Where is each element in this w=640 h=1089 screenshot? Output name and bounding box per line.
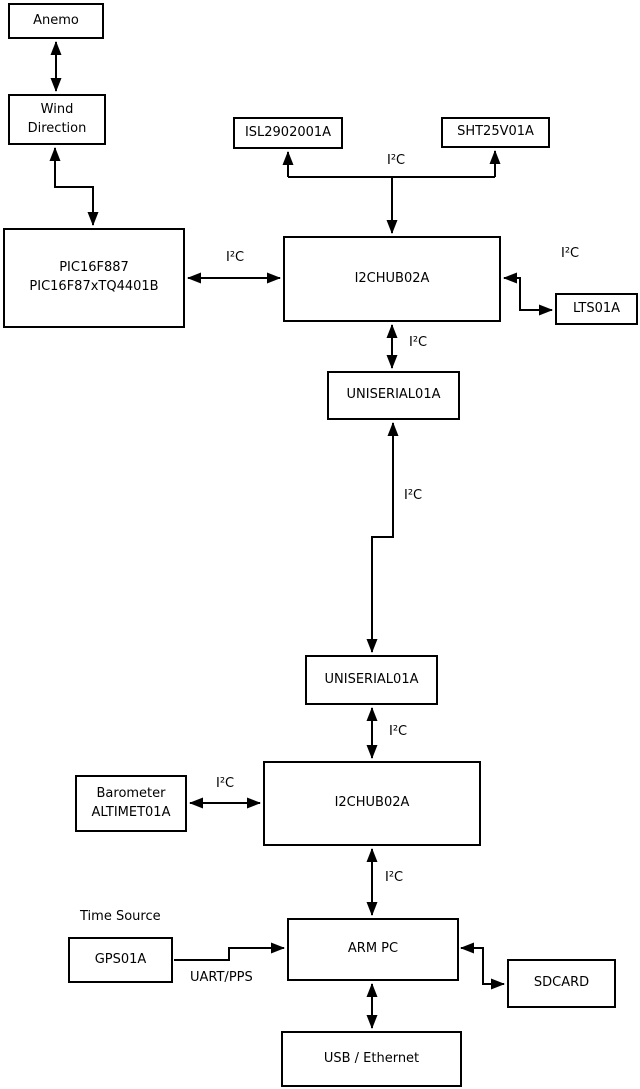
label-time-source: Time Source xyxy=(80,909,161,924)
node-sht25v01a: SHT25V01A xyxy=(441,117,550,148)
label-i2c-hub2-armpc: I²C xyxy=(385,870,404,885)
node-lts01a: LTS01A xyxy=(555,293,638,325)
node-arm-pc: ARM PC xyxy=(287,918,459,981)
node-wind-direction-label-line2: Direction xyxy=(27,120,87,136)
node-wind-direction: Wind Direction xyxy=(8,94,106,145)
node-gps01a-label: GPS01A xyxy=(94,951,147,967)
node-pic-label-line1: PIC16F887 xyxy=(59,260,129,276)
label-i2c-barometer-hub2: I²C xyxy=(216,776,235,791)
node-gps01a: GPS01A xyxy=(68,937,173,983)
node-usb-ethernet-label: USB / Ethernet xyxy=(323,1050,420,1066)
node-sht25v01a-label: SHT25V01A xyxy=(457,124,534,140)
label-i2c-uniserial2-hub2: I²C xyxy=(389,724,408,739)
node-barometer-label-line1: Barometer xyxy=(96,785,166,801)
edge-i2chub1-lts01a xyxy=(503,272,553,316)
node-i2chub02a-1: I2CHUB02A xyxy=(283,236,501,322)
node-anemo-label: Anemo xyxy=(33,12,79,28)
label-i2c-hub1-lts: I²C xyxy=(561,246,580,261)
edge-uniserial1-uniserial2 xyxy=(366,422,399,653)
node-anemo: Anemo xyxy=(8,3,104,39)
node-uniserial01a-1-label: UNISERIAL01A xyxy=(346,387,441,403)
node-lts01a-label: LTS01A xyxy=(572,300,621,316)
node-pic-label-line2: PIC16F87xTQ4401B xyxy=(29,279,159,294)
node-i2chub02a-2-label: I2CHUB02A xyxy=(334,795,410,811)
label-i2c-pic-hub1: I²C xyxy=(226,250,245,265)
node-sdcard-label: SDCARD xyxy=(533,975,590,991)
node-i2chub02a-2: I2CHUB02A xyxy=(263,761,481,846)
node-barometer-altimet01a: Barometer ALTIMET01A xyxy=(75,775,187,832)
node-barometer-label-line2: ALTIMET01A xyxy=(91,804,171,820)
label-i2c-hub1-uniserial1: I²C xyxy=(409,335,428,350)
node-uniserial01a-2: UNISERIAL01A xyxy=(305,655,438,705)
node-arm-pc-label: ARM PC xyxy=(347,941,399,957)
node-pic16f887: PIC16F887 PIC16F87xTQ4401B xyxy=(3,228,185,328)
node-isl2902001a: ISL2902001A xyxy=(233,117,343,149)
node-isl2902001a-label: ISL2902001A xyxy=(244,124,332,140)
node-uniserial01a-1: UNISERIAL01A xyxy=(327,371,460,420)
node-sdcard: SDCARD xyxy=(507,959,616,1008)
edge-wind-direction-pic xyxy=(49,147,99,226)
node-uniserial01a-2-label: UNISERIAL01A xyxy=(324,671,419,687)
label-i2c-sensor-bus: I²C xyxy=(387,153,406,168)
node-usb-ethernet: USB / Ethernet xyxy=(281,1031,462,1087)
node-i2chub02a-1-label: I2CHUB02A xyxy=(354,270,430,286)
node-wind-direction-label-line1: Wind xyxy=(40,101,74,117)
label-i2c-uniserial-link: I²C xyxy=(404,488,423,503)
edge-armpc-sdcard xyxy=(460,942,505,990)
edge-gps-armpc xyxy=(174,942,285,961)
label-uart-pps: UART/PPS xyxy=(190,970,253,985)
